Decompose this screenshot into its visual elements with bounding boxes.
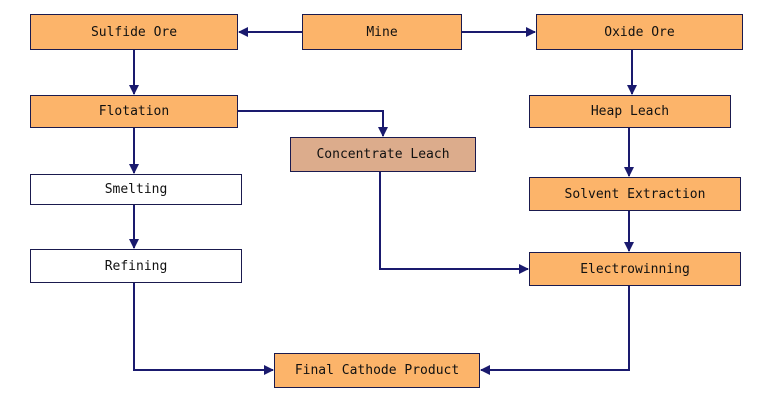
edge-concentrate-electro (379, 172, 529, 274)
node-label: Concentrate Leach (316, 147, 450, 162)
node-label: Flotation (98, 104, 170, 119)
node-oxide-ore: Oxide Ore (536, 14, 743, 50)
node-concentrate-leach: Concentrate Leach (290, 137, 476, 172)
node-flotation: Flotation (30, 95, 238, 128)
node-mine: Mine (302, 14, 462, 50)
node-solvent-extraction: Solvent Extraction (529, 177, 741, 211)
node-label: Refining (104, 258, 168, 274)
node-label: Oxide Ore (604, 24, 675, 40)
node-refining: Refining (30, 249, 242, 283)
edge-flotation-concentrate (238, 110, 388, 137)
node-final-cathode-product: Final Cathode Product (274, 353, 480, 388)
node-label: Solvent Extraction (564, 186, 706, 202)
node-electrowinning: Electrowinning (529, 252, 741, 286)
node-label: Smelting (104, 182, 168, 197)
node-label: Sulfide Ore (90, 24, 178, 40)
node-label: Electrowinning (580, 261, 690, 277)
node-heap-leach: Heap Leach (529, 95, 731, 128)
node-smelting: Smelting (30, 174, 242, 205)
node-sulfide-ore: Sulfide Ore (30, 14, 238, 50)
node-label: Final Cathode Product (294, 363, 460, 378)
node-label: Mine (366, 24, 398, 40)
edge-electro-final (480, 286, 630, 375)
node-label: Heap Leach (590, 104, 670, 119)
edge-refining-final (133, 283, 274, 375)
